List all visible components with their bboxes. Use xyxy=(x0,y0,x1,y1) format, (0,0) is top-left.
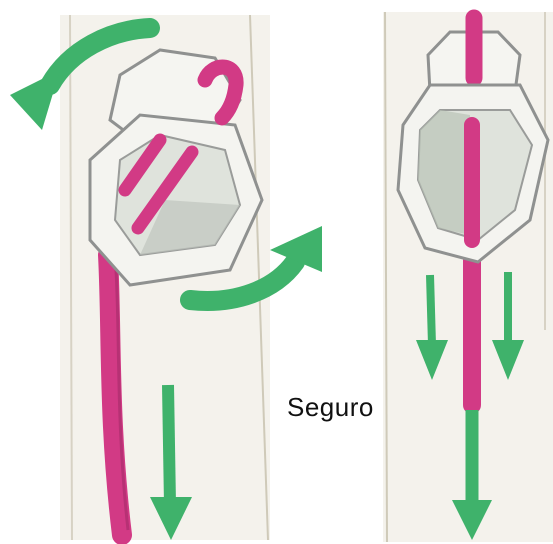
caption-label: Seguro xyxy=(287,392,374,423)
